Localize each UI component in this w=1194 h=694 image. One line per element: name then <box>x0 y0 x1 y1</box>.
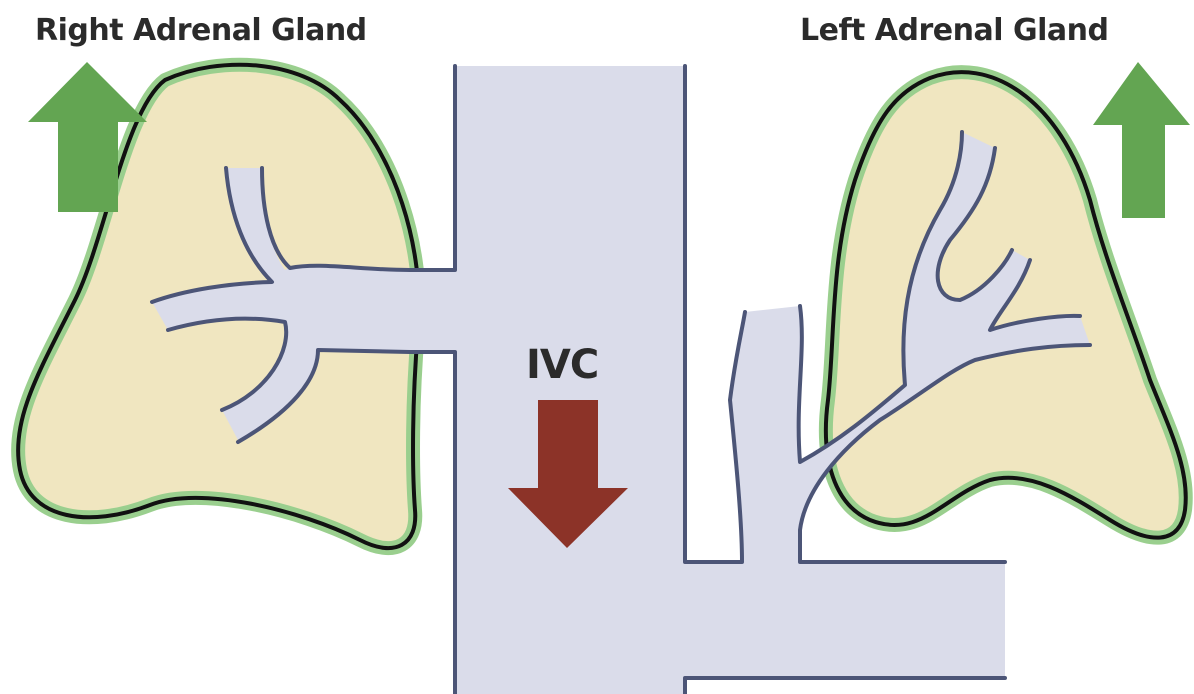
right-adrenal-gland-label: Right Adrenal Gland <box>35 16 367 46</box>
left-gland-up-arrow <box>1093 62 1190 218</box>
ivc-label: IVC <box>526 345 598 385</box>
left-adrenal-gland-label: Left Adrenal Gland <box>800 16 1108 46</box>
